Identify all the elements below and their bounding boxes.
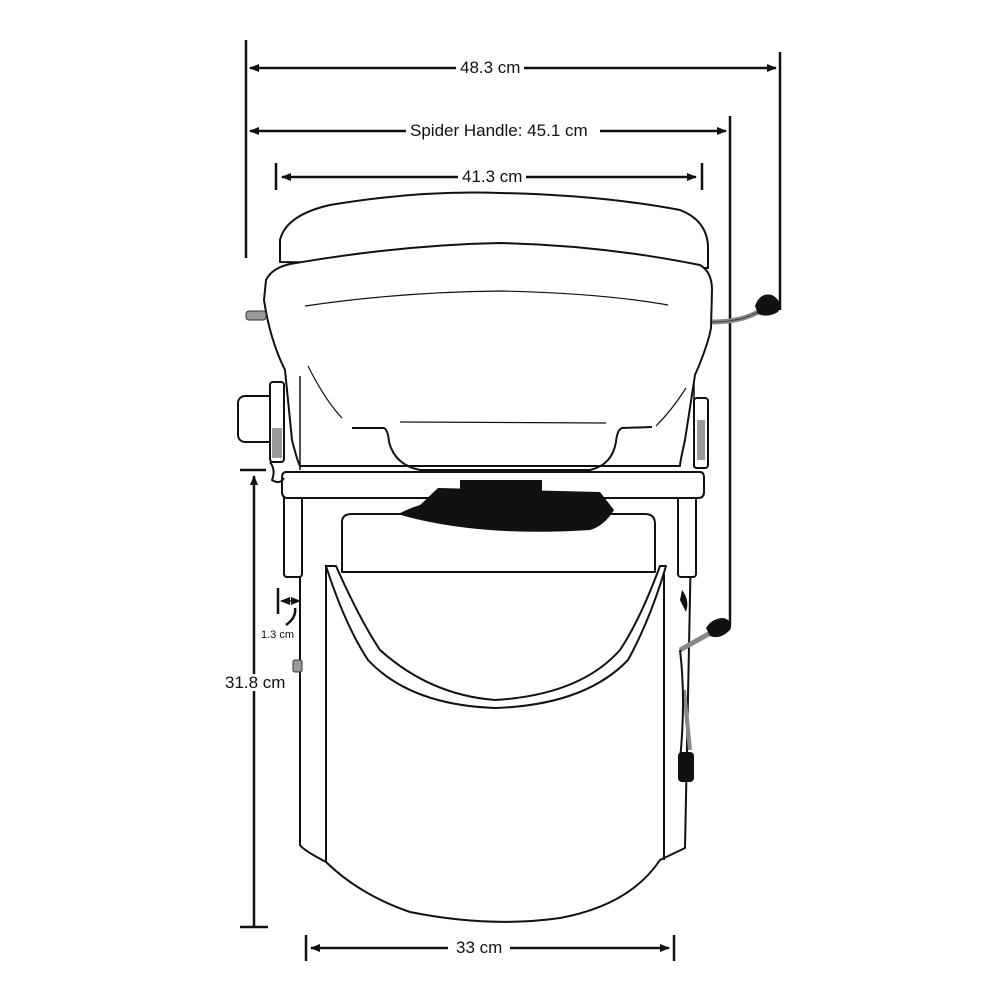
bowl-curve — [325, 565, 667, 709]
label-offset: 1.3 cm — [261, 629, 295, 641]
spider-handle-lower — [678, 590, 732, 782]
label-height: 31.8 cm — [222, 674, 289, 691]
toilet-illustration — [237, 191, 713, 923]
left-pin — [245, 310, 267, 321]
dim-offset — [276, 588, 301, 627]
spider-handle-upper — [711, 294, 780, 325]
label-base-width: 33 cm — [448, 939, 511, 956]
label-overall-width: 48.3 cm — [456, 59, 525, 76]
label-spider-handle: Spider Handle: 45.1 cm — [406, 122, 600, 139]
lid — [263, 242, 713, 467]
dim-height — [240, 468, 268, 929]
seal — [398, 488, 614, 532]
lid-front — [352, 426, 653, 471]
label-seat-width: 41.3 cm — [458, 168, 527, 185]
